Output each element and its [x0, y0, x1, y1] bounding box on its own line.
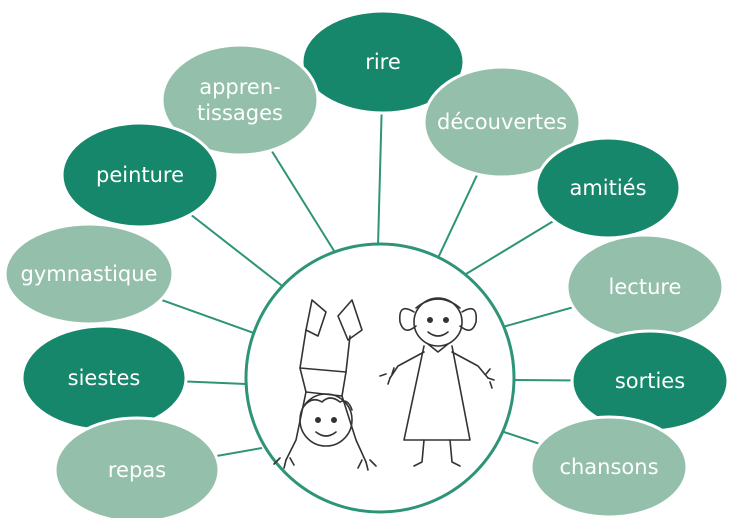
bubble-shape-rire — [300, 9, 466, 115]
bubble-shape-apprentissages — [160, 43, 320, 157]
bubble-label-siestes: siestes — [68, 366, 141, 390]
bubble-gymnastique: gymnastique — [3, 222, 175, 326]
bubble-label-peinture: peinture — [96, 163, 184, 187]
bubble-label-decouvertes: découvertes — [437, 110, 567, 134]
bubble-repas: repas — [53, 416, 221, 518]
bubble-decouvertes: découvertes — [422, 65, 582, 179]
bubble-chansons: chansons — [529, 415, 689, 518]
bubble-sorties: sorties — [570, 329, 730, 433]
bubble-label-amities: amitiés — [569, 176, 646, 200]
bubble-shape-amities — [534, 136, 682, 240]
bubble-siestes: siestes — [20, 324, 188, 432]
bubble-lecture: lecture — [565, 233, 725, 341]
bubble-label-apprentissages: appren- — [199, 75, 281, 99]
bubble-group: rire appren-tissages découvertes peinture am… — [3, 9, 730, 518]
bubble-shape-peinture — [60, 121, 220, 229]
bubble-label-apprentissages: tissages — [197, 101, 283, 125]
bubble-rire: rire — [300, 9, 466, 115]
center-node — [244, 242, 516, 514]
bubble-shape-gymnastique — [3, 222, 175, 326]
bubble-shape-repas — [53, 416, 221, 518]
bubble-label-chansons: chansons — [559, 455, 658, 479]
bubble-peinture: peinture — [60, 121, 220, 229]
bubble-shape-chansons — [529, 415, 689, 518]
bubble-shape-decouvertes — [422, 65, 582, 179]
children-drawing-icon — [273, 297, 495, 471]
bubble-apprentissages: appren-tissages — [160, 43, 320, 157]
bubble-label-lecture: lecture — [609, 275, 682, 299]
center-circle — [244, 242, 516, 514]
bubble-label-repas: repas — [108, 458, 166, 482]
bubble-label-gymnastique: gymnastique — [21, 262, 158, 286]
bubble-amities: amitiés — [534, 136, 682, 240]
bubble-label-rire: rire — [365, 50, 401, 74]
bubble-label-sorties: sorties — [615, 369, 685, 393]
